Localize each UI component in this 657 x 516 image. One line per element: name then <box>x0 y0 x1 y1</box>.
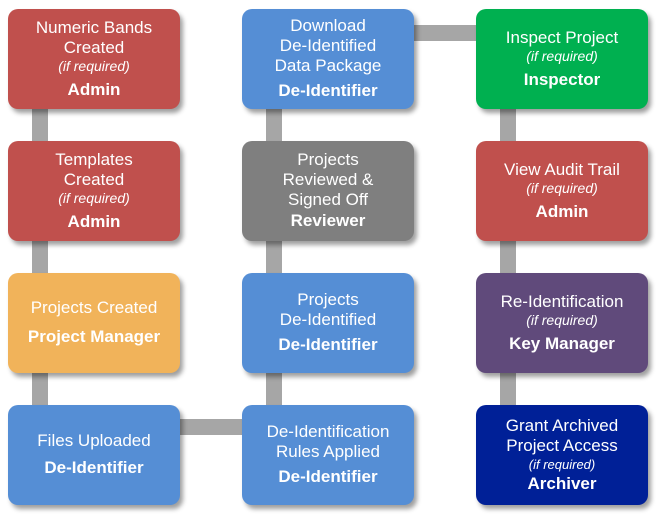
step-title: Files Uploaded <box>37 431 151 450</box>
connector-numeric-to-templates <box>32 105 48 145</box>
step-role: Project Manager <box>27 327 161 346</box>
step-numeric-bands-created: Numeric Bands Created (if required) Admi… <box>8 9 180 109</box>
step-title: View Audit Trail <box>504 159 620 179</box>
step-files-uploaded: Files Uploaded De-Identifier <box>8 405 180 505</box>
connector-download-to-inspect <box>410 25 480 41</box>
step-grant-archived-project-access: Grant Archived Project Access (if requir… <box>476 405 648 505</box>
step-role: De-Identifier <box>278 81 378 100</box>
step-inspect-project: Inspect Project (if required) Inspector <box>476 9 648 109</box>
step-note: (if required) <box>526 179 598 196</box>
step-title: Projects Reviewed & Signed Off <box>282 150 374 209</box>
step-projects-reviewed-signed-off: Projects Reviewed & Signed Off Reviewer <box>242 141 414 241</box>
step-view-audit-trail: View Audit Trail (if required) Admin <box>476 141 648 241</box>
step-projects-created: Projects Created Project Manager <box>8 273 180 373</box>
step-note: (if required) <box>526 311 598 328</box>
step-deidentification-rules-applied: De-Identification Rules Applied De-Ident… <box>242 405 414 505</box>
step-title: Templates Created <box>55 149 133 189</box>
step-role: Reviewer <box>290 211 366 230</box>
step-title: Numeric Bands Created <box>35 17 153 57</box>
connector-templates-to-projects <box>32 237 48 277</box>
connector-rules-to-deidentified <box>266 369 282 409</box>
connector-files-to-rules <box>176 419 246 435</box>
step-title: Projects De-Identified <box>279 290 377 329</box>
step-templates-created: Templates Created (if required) Admin <box>8 141 180 241</box>
step-download-deidentified-data-package: Download De-Identified Data Package De-I… <box>242 9 414 109</box>
step-note: (if required) <box>526 47 598 64</box>
connector-deidentified-to-reviewed <box>266 237 282 277</box>
step-note: (if required) <box>528 456 596 472</box>
connector-audit-to-reidentification <box>500 237 516 277</box>
step-role: De-Identifier <box>278 335 378 354</box>
step-role: De-Identifier <box>44 458 144 477</box>
step-title: Re-Identification <box>500 291 624 311</box>
step-role: De-Identifier <box>278 467 378 486</box>
connector-projects-to-files <box>32 369 48 409</box>
step-role: Archiver <box>527 473 597 493</box>
step-title: De-Identification Rules Applied <box>266 422 390 461</box>
connector-reviewed-to-download <box>266 105 282 145</box>
step-re-identification: Re-Identification (if required) Key Mana… <box>476 273 648 373</box>
step-title: Grant Archived Project Access <box>505 415 619 455</box>
connector-inspect-to-audit <box>500 105 516 145</box>
step-role: Key Manager <box>509 333 615 353</box>
step-title: Download De-Identified Data Package <box>274 16 382 75</box>
step-role: Admin <box>67 79 121 99</box>
step-role: Admin <box>535 201 589 221</box>
step-title: Inspect Project <box>505 27 619 47</box>
step-note: (if required) <box>58 189 130 206</box>
step-role: Inspector <box>523 69 601 89</box>
step-projects-deidentified: Projects De-Identified De-Identifier <box>242 273 414 373</box>
step-note: (if required) <box>58 57 130 74</box>
step-role: Admin <box>67 211 121 231</box>
connector-reidentification-to-archive <box>500 369 516 409</box>
step-title: Projects Created <box>30 298 158 317</box>
